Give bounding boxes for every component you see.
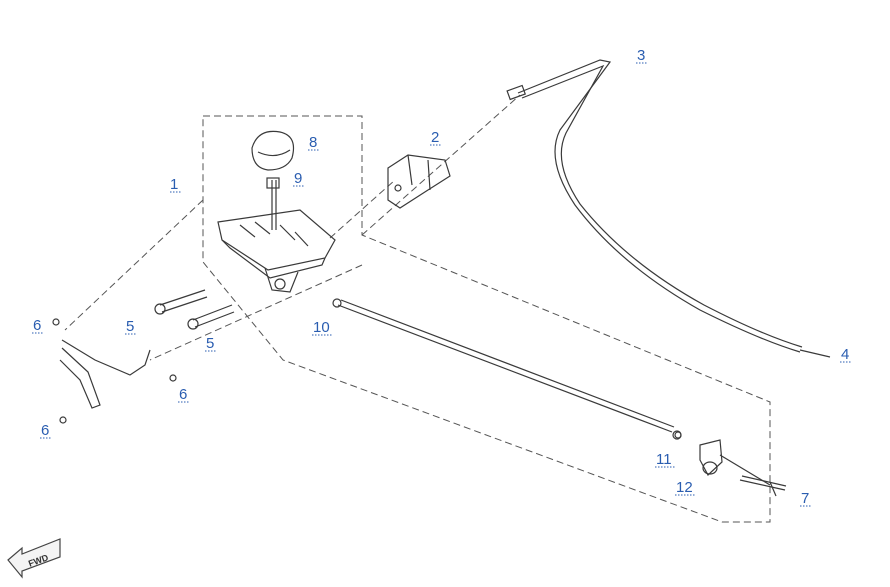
callout-6-right: 6 [179,386,187,403]
nut-9 [266,177,280,189]
cable-bracket [387,154,451,209]
callout-10: 10 [313,319,330,336]
rod-end-joint [699,439,771,486]
callout-8: 8 [309,134,317,151]
bolts-5 [154,289,235,330]
shift-lever-assembly [217,180,336,293]
shift-rod [332,298,682,440]
callout-3: 3 [637,47,645,64]
callout-6-top: 6 [33,317,41,334]
callout-9: 9 [294,170,302,187]
bolt-7 [739,475,787,497]
mount-bracket [52,318,177,424]
callout-2: 2 [431,129,439,146]
shift-knob [251,130,295,171]
shift-cable [506,59,831,358]
callout-12: 12 [676,479,693,496]
callout-5-upper: 5 [126,318,134,335]
callout-11: 11 [656,451,672,468]
callout-6-bottom: 6 [41,422,49,439]
fwd-arrow-icon: FWD [7,538,61,579]
callout-7: 7 [801,490,809,507]
assembly-dashed-outline [64,94,771,523]
callout-1: 1 [170,176,178,193]
washer-11 [674,431,682,439]
callout-4: 4 [841,346,849,363]
callout-5-lower: 5 [206,335,214,352]
callout-leaders [32,62,852,507]
